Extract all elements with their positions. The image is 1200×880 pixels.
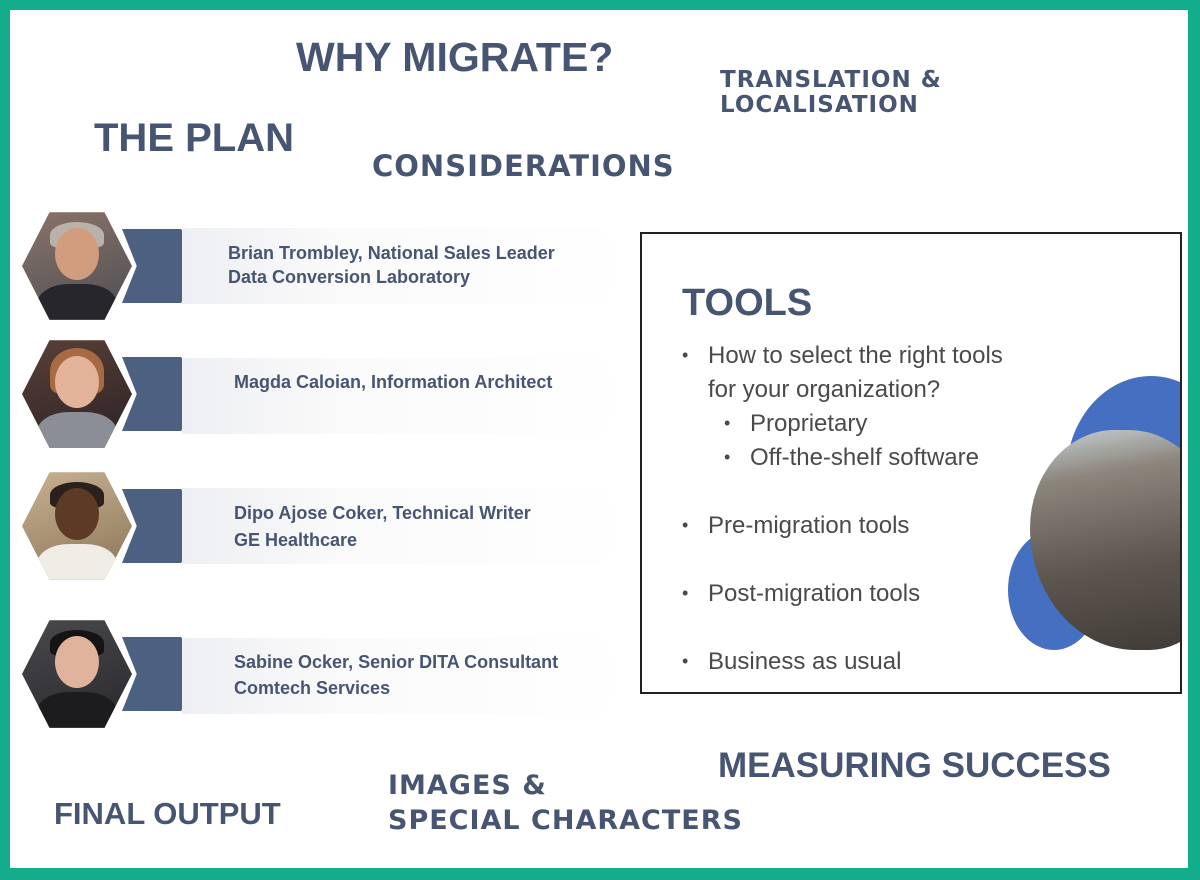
bullet-icon: • [682, 583, 689, 603]
bullet-icon: • [682, 515, 689, 535]
speaker-name: Magda Caloian, Information Architect [234, 372, 553, 392]
speaker-card: Sabine Ocker, Senior DITA Consultant Com… [22, 618, 632, 730]
bullet-item: •How to select the right tools [682, 342, 1003, 369]
speaker-affiliation: Comtech Services [234, 678, 391, 698]
speaker-name: Dipo Ajose Coker, Technical Writer [234, 503, 531, 523]
translation-line-1: TRANSLATION & [720, 67, 942, 93]
considerations-heading: CONSIDERATIONS [372, 149, 675, 183]
translation-heading: TRANSLATION & LOCALISATION [720, 68, 942, 118]
speaker-card: Brian Trombley, National Sales Leader Da… [22, 210, 632, 322]
bullet-item: •Post-migration tools [682, 580, 921, 607]
bullet-icon: • [724, 447, 731, 467]
speaker-name: Brian Trombley, National Sales Leader [228, 243, 555, 263]
final-output-heading: FINAL OUTPUT [54, 796, 281, 831]
translation-line-2: LOCALISATION [720, 92, 919, 118]
sub-bullet-item: •Off-the-shelf software [724, 444, 979, 471]
slide-title: TOOLS [682, 282, 813, 324]
sub-bullet-item: •Proprietary [724, 410, 868, 437]
speaker-photo [22, 212, 132, 320]
bullet-icon: • [682, 345, 689, 365]
speaker-label: Brian Trombley, National Sales Leader Da… [182, 228, 632, 304]
bullet-icon: • [724, 413, 731, 433]
speaker-label: Magda Caloian, Information Architect [182, 358, 632, 434]
speaker-label: Sabine Ocker, Senior DITA Consultant Com… [182, 638, 632, 714]
speaker-affiliation: GE Healthcare [234, 530, 358, 550]
speaker-photo [22, 340, 132, 448]
images-heading: IMAGES & SPECIAL CHARACTERS [388, 768, 743, 838]
speaker-card: Dipo Ajose Coker, Technical Writer GE He… [22, 470, 632, 582]
speaker-photo [22, 472, 132, 580]
speaker-card: Magda Caloian, Information Architect [22, 338, 632, 450]
bullet-icon: • [682, 651, 689, 671]
bullet-item: •Business as usual [682, 648, 902, 675]
speaker-affiliation: Data Conversion Laboratory [228, 267, 471, 287]
speaker-label: Dipo Ajose Coker, Technical Writer GE He… [182, 488, 632, 564]
bullet-item: •Pre-migration tools [682, 512, 910, 539]
why-migrate-heading: WHY MIGRATE? [296, 34, 614, 80]
canvas: WHY MIGRATE? TRANSLATION & LOCALISATION … [10, 10, 1188, 868]
measuring-success-heading: MEASURING SUCCESS [718, 746, 1111, 785]
images-line-2: SPECIAL CHARACTERS [388, 805, 743, 836]
bullet-continuation: for your organization? [708, 376, 941, 403]
the-plan-heading: THE PLAN [94, 116, 294, 160]
tools-slide: TOOLS •How to select the right tools for… [640, 232, 1182, 694]
speaker-photo [22, 620, 132, 728]
speaker-name: Sabine Ocker, Senior DITA Consultant [234, 652, 559, 672]
images-line-1: IMAGES & [388, 770, 547, 801]
